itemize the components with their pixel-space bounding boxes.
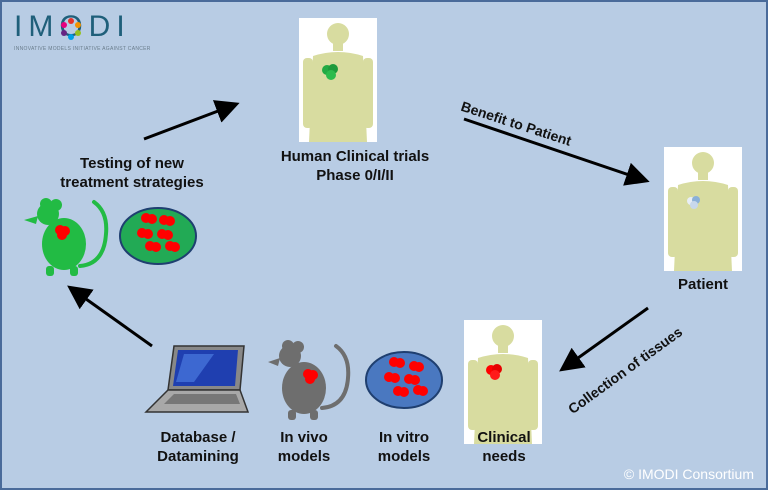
human-silhouette-icon <box>303 23 373 142</box>
arrow-to-testing <box>67 285 153 348</box>
grey-mouse-icon <box>268 340 351 420</box>
human-silhouette-icon <box>468 325 538 444</box>
clinical-needs-card <box>464 320 542 444</box>
database-label: Database / Datamining <box>157 429 239 465</box>
patient-label: Patient <box>677 276 728 293</box>
trial-patient-card <box>299 18 377 142</box>
arrow-benefit <box>463 117 650 186</box>
logo-tagline: INNOVATIVE MODELS INITIATIVE AGAINST CAN… <box>14 46 151 52</box>
arrow-to-human-trials <box>143 100 240 141</box>
copyright-text: © IMODI Consortium <box>623 466 754 482</box>
in-vivo-label: In vivo models <box>277 429 331 465</box>
green-mouse-icon <box>24 198 109 276</box>
green-tumor-icon <box>322 64 338 80</box>
logo-flower-icon <box>61 18 81 40</box>
patient-card <box>664 147 742 271</box>
in-vitro-label: In vitro models <box>377 429 431 465</box>
arrow-collection <box>559 306 649 372</box>
testing-label: Testing of new treatment strategies <box>60 155 204 191</box>
treated-tumor-icon <box>687 196 700 209</box>
red-tumor-icon <box>486 364 502 380</box>
petri-dish-green-icon <box>119 207 197 265</box>
petri-dish-blue-icon <box>365 351 443 409</box>
human-trials-label: Human Clinical trials Phase 0/I/II <box>280 148 430 184</box>
laptop-icon <box>144 345 250 413</box>
clinical-needs-label: Clinical needs <box>477 429 531 465</box>
